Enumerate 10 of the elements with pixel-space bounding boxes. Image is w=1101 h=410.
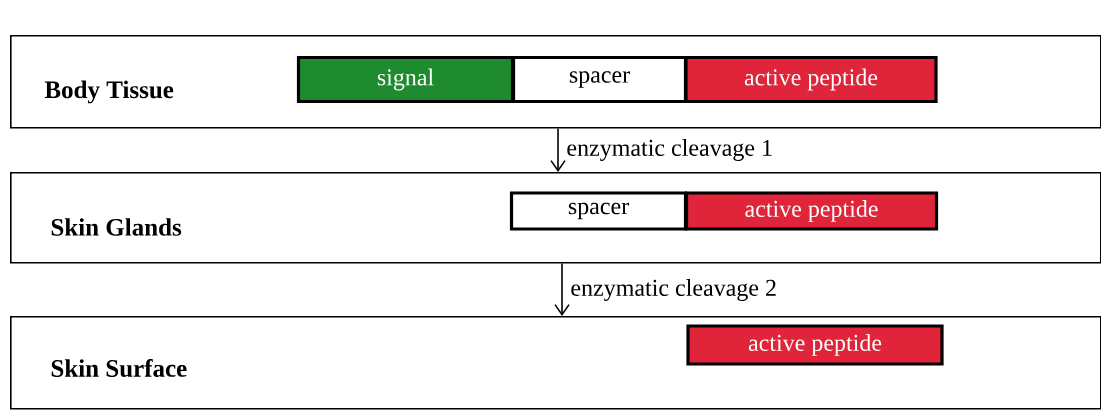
peptide-segment: signal xyxy=(296,55,515,104)
peptide-segment: spacer xyxy=(509,191,688,231)
edge-label: enzymatic cleavage 2 xyxy=(571,279,776,301)
peptide-segment: active peptide xyxy=(684,191,939,231)
edge-label: enzymatic cleavage 1 xyxy=(567,139,772,161)
arrow xyxy=(550,127,566,172)
peptide-segment: active peptide xyxy=(686,324,944,366)
peptide-segment: active peptide xyxy=(684,55,938,104)
arrow xyxy=(554,262,570,316)
peptide-segment: spacer xyxy=(511,55,688,104)
